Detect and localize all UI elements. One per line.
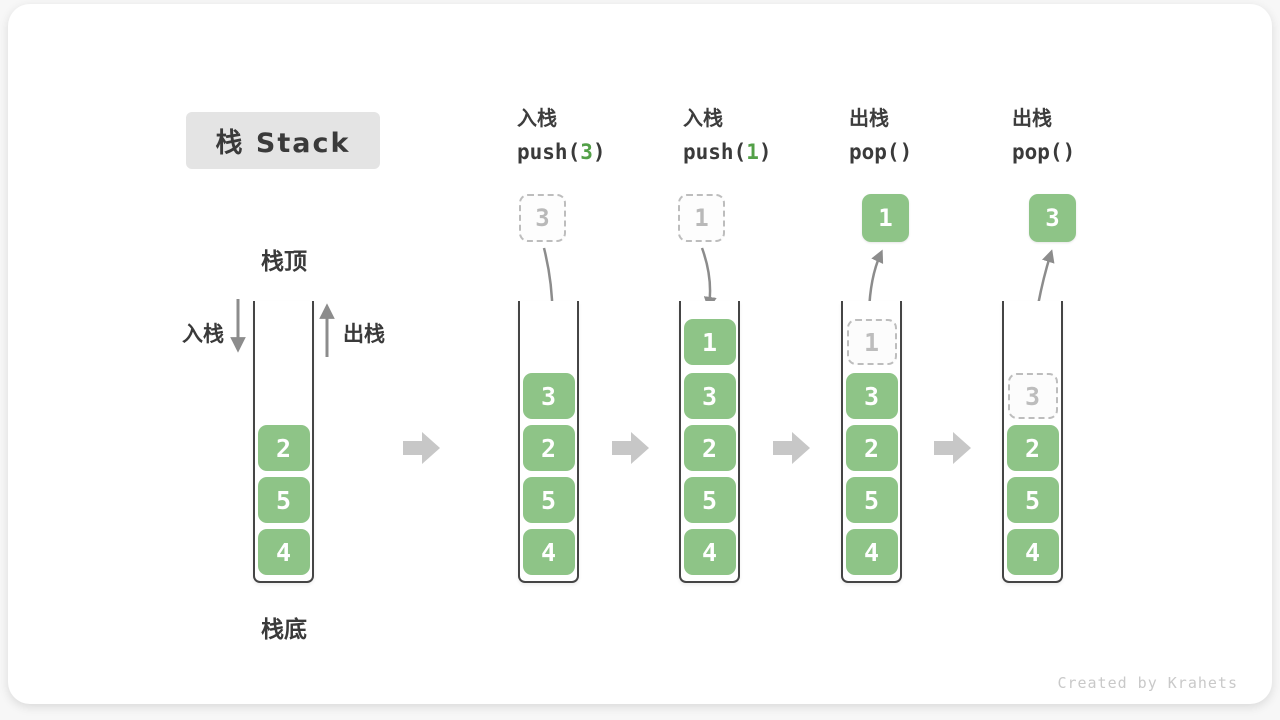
push-side-label: 入栈	[182, 322, 224, 346]
stack-block-ghost: 1	[846, 319, 897, 365]
stack-after-push-3: 3 2 5 4	[518, 301, 579, 583]
diagram-title: 栈 Stack	[215, 128, 351, 159]
step-label-pop-3: 出栈 pop()	[1012, 105, 1172, 165]
stack-block: 2	[845, 425, 898, 471]
floating-value-push-3: 3	[519, 194, 566, 242]
stack-block: 2	[257, 425, 310, 471]
stack-block: 5	[683, 477, 736, 523]
stack-block: 4	[1006, 529, 1059, 575]
step-op-name: 入栈	[517, 106, 557, 130]
floating-value-push-1: 1	[678, 194, 725, 242]
code-argument: 3	[580, 140, 593, 164]
floating-value-pop-1: 1	[862, 194, 909, 242]
stack-block: 3	[522, 373, 575, 419]
stack-block: 4	[257, 529, 310, 575]
step-op-code: pop()	[849, 140, 913, 164]
stack-block: 3	[683, 373, 736, 419]
code-argument: 1	[746, 140, 759, 164]
stack-block: 5	[1006, 477, 1059, 523]
stack-block: 4	[845, 529, 898, 575]
stack-after-push-1: 1 3 2 5 4	[679, 301, 740, 583]
stack-initial: 2 5 4	[253, 301, 314, 583]
floating-value-pop-3: 3	[1029, 194, 1076, 242]
step-op-code: pop()	[1012, 140, 1076, 164]
stack-block: 2	[683, 425, 736, 471]
stack-block: 4	[683, 529, 736, 575]
stack-block: 1	[683, 319, 736, 365]
step-op-name: 出栈	[1012, 106, 1052, 130]
stack-block: 2	[522, 425, 575, 471]
stack-after-pop-1: 1 3 2 5 4	[841, 301, 902, 583]
pop-side-label: 出栈	[343, 322, 385, 346]
stack-block-ghost: 3	[1007, 373, 1058, 419]
stack-after-pop-3: 3 2 5 4	[1002, 301, 1063, 583]
step-label-pop-1: 出栈 pop()	[849, 105, 1009, 165]
credit-text: Created by Krahets	[1057, 674, 1238, 692]
stack-block: 5	[845, 477, 898, 523]
stack-block: 4	[522, 529, 575, 575]
step-op-name: 入栈	[683, 106, 723, 130]
stack-block: 2	[1006, 425, 1059, 471]
stack-block: 5	[257, 477, 310, 523]
step-op-code: push(3)	[517, 140, 606, 164]
stack-top-label: 栈顶	[261, 249, 307, 275]
stack-block: 5	[522, 477, 575, 523]
diagram-title-box: 栈 Stack	[186, 112, 380, 169]
step-label-push-1: 入栈 push(1)	[683, 105, 843, 165]
step-label-push-3: 入栈 push(3)	[517, 105, 677, 165]
stack-block: 3	[845, 373, 898, 419]
step-op-name: 出栈	[849, 106, 889, 130]
stack-bottom-label: 栈底	[261, 617, 307, 643]
step-op-code: push(1)	[683, 140, 772, 164]
